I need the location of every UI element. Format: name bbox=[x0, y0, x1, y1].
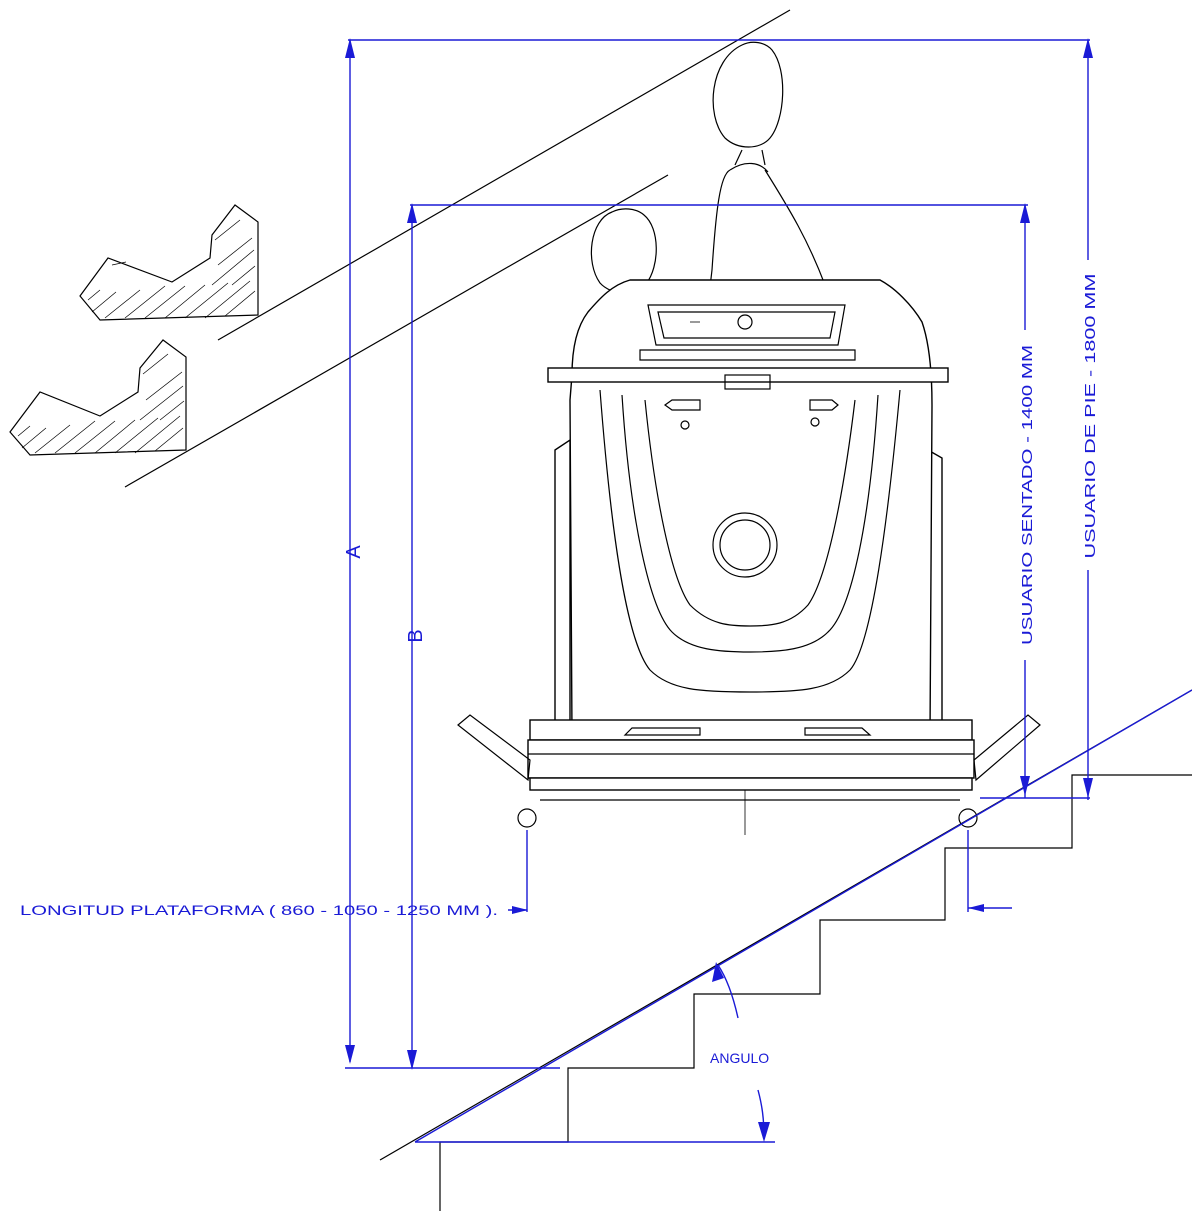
stairlift-machine bbox=[547, 279, 949, 737]
label-dim-a: A bbox=[343, 545, 365, 559]
upper-stair-rails bbox=[124, 9, 791, 488]
label-standing-user: USUARIO DE PIE - 1800 MM bbox=[1082, 274, 1099, 559]
dimension-lines bbox=[345, 38, 1192, 1143]
label-angle: ANGULO bbox=[710, 1050, 769, 1066]
platform bbox=[457, 714, 1041, 835]
label-platform-length: LONGITUD PLATAFORMA ( 860 - 1050 - 1250 … bbox=[20, 902, 498, 918]
standing-user-figure bbox=[704, 41, 826, 331]
lower-step-profile bbox=[9, 339, 187, 456]
label-seated-user: USUARIO SENTADO - 1400 MM bbox=[1019, 345, 1036, 645]
label-dim-b: B bbox=[405, 629, 427, 642]
dimension-labels: A B USUARIO SENTADO - 1400 MM USUARIO DE… bbox=[20, 274, 1099, 1067]
upper-step-profile bbox=[79, 204, 259, 321]
